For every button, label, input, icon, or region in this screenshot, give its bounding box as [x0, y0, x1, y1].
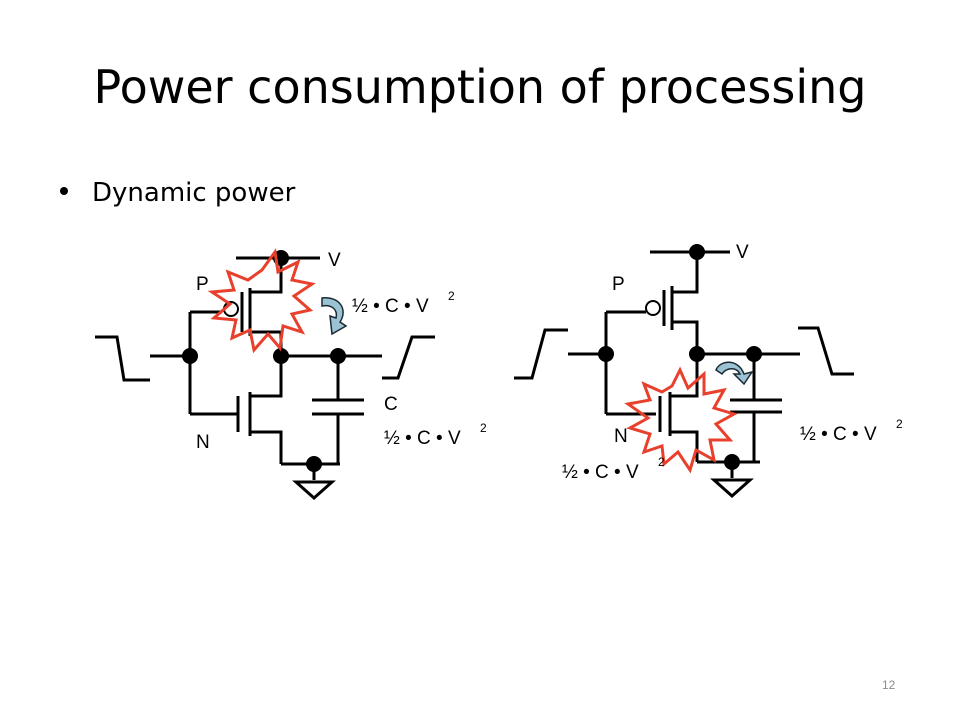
- left-energy-bottom: ½ • C • V: [384, 428, 461, 449]
- left-pmos-label: P: [196, 274, 209, 295]
- right-energy-bottom: ½ • C • V: [562, 462, 639, 483]
- left-circuit: [95, 256, 435, 501]
- right-output-node: [746, 346, 762, 362]
- left-curved-arrow-icon: [321, 297, 348, 336]
- left-energy-top: ½ • C • V: [352, 296, 429, 317]
- right-pmos-bubble: [645, 300, 661, 316]
- right-circuit: [514, 250, 854, 499]
- bullet-text: Dynamic power: [92, 178, 296, 208]
- left-output-waveform: [382, 335, 435, 380]
- right-nodes: [598, 244, 762, 470]
- left-burst-icon: [207, 248, 316, 354]
- right-burst-icon: [624, 366, 738, 474]
- bullet-dot: [60, 186, 68, 195]
- right-curved-arrow-icon: [715, 361, 754, 386]
- left-nmos-label: N: [196, 432, 210, 453]
- right-energy-right-exp: 2: [896, 417, 903, 431]
- left-cap-label: C: [384, 394, 398, 415]
- left-energy-bottom-exp: 2: [480, 421, 487, 435]
- left-output-node: [330, 348, 346, 364]
- right-energy-right: ½ • C • V: [800, 424, 877, 445]
- right-nmos-label: N: [614, 426, 628, 447]
- right-vdd-node: [689, 244, 705, 260]
- left-vdd-label: V: [328, 250, 341, 271]
- left-input-waveform: [95, 335, 150, 382]
- right-input-waveform: [514, 328, 568, 380]
- bullet-dynamic-power: Dynamic power: [60, 178, 295, 208]
- left-drain-node: [273, 348, 289, 364]
- left-energy-top-exp: 2: [448, 289, 455, 303]
- right-energy-bottom-exp: 2: [658, 455, 665, 469]
- right-output-waveform: [798, 326, 854, 376]
- right-drain-node: [689, 346, 705, 362]
- left-ground-node: [306, 456, 322, 472]
- left-input-node: [182, 348, 198, 364]
- right-input-node: [598, 346, 614, 362]
- page-number: 12: [882, 678, 896, 692]
- right-vdd-label: V: [736, 242, 749, 263]
- right-ground-node: [724, 454, 740, 470]
- page-title: Power consumption of processing: [93, 60, 867, 114]
- right-pmos-label: P: [612, 274, 625, 295]
